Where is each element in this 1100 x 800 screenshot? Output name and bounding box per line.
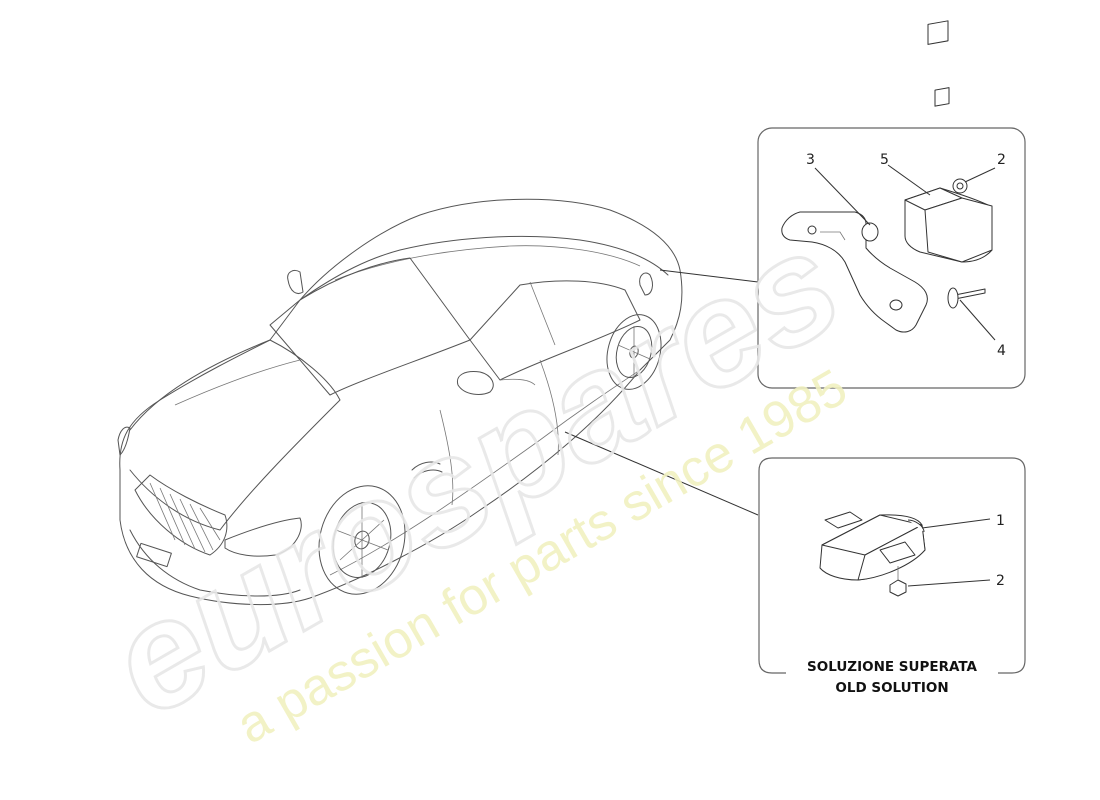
grille-bars: [149, 482, 221, 553]
detail-box-bottom: 1 2 SOLUZIONE SUPERATA OLD SOLUTION: [758, 457, 1026, 696]
watermark: eurospares a passion for parts since 198…: [81, 196, 868, 755]
watermark-brand: eurospares: [82, 198, 866, 748]
caption-line2: OLD SOLUTION: [835, 680, 948, 696]
car-illustration: [117, 198, 683, 606]
callout-4: 4: [997, 343, 1006, 359]
rear-wheel: [606, 314, 662, 390]
callout-1: 1: [996, 513, 1005, 529]
detail-leaders: [564, 269, 759, 516]
screw-part: [861, 222, 879, 242]
old-nut-part: [889, 579, 907, 597]
callout-2-old: 2: [996, 573, 1005, 589]
callout-5: 5: [880, 152, 889, 168]
caption-line1: SOLUZIONE SUPERATA: [807, 659, 978, 675]
callout-2: 2: [997, 152, 1006, 168]
front-wheel: [318, 485, 406, 595]
callout-3: 3: [806, 152, 815, 168]
detail-box-top: 3 5 2 4: [757, 20, 1026, 389]
